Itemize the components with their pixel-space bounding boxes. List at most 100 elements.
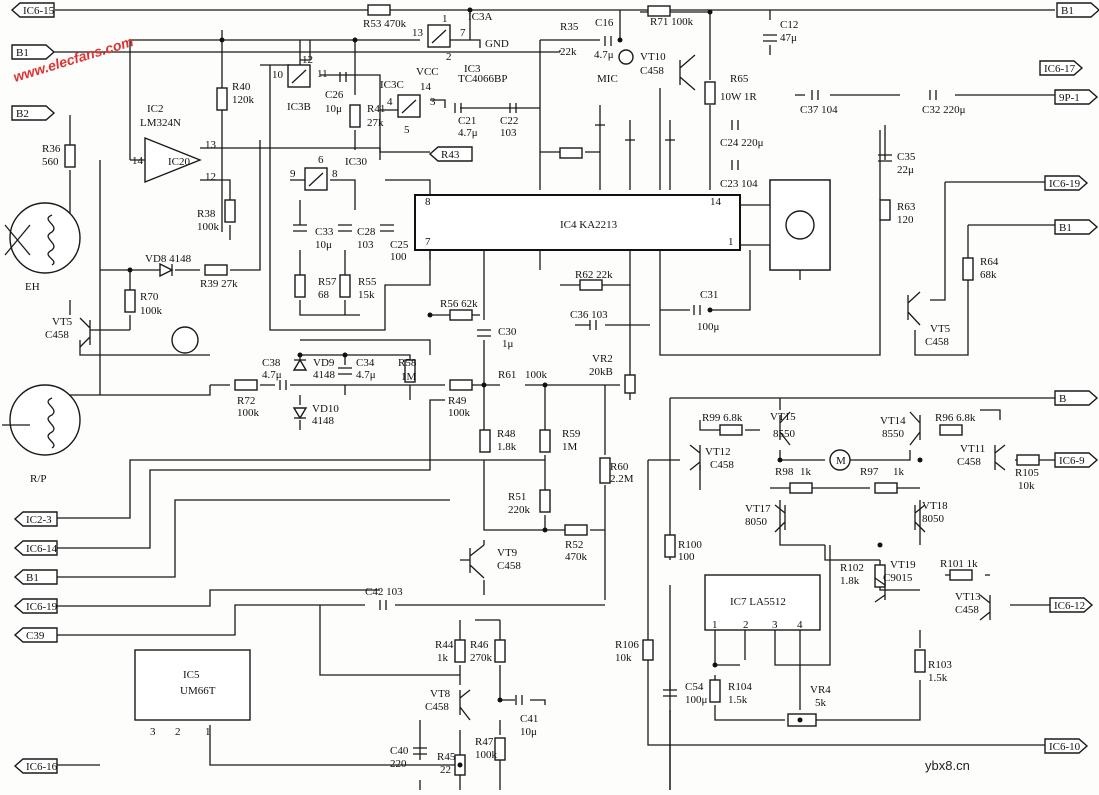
label-vr4v: 5k bbox=[815, 697, 827, 709]
label-c28: C28 bbox=[357, 226, 376, 238]
label-ic3a_p7: 7 bbox=[460, 27, 466, 39]
label-r45v: 22 bbox=[440, 764, 451, 776]
label-r51: R51 bbox=[508, 491, 526, 503]
connector-ic6-14-label: IC6-14 bbox=[26, 543, 58, 555]
label-r48: R48 bbox=[497, 428, 516, 440]
label-ic7p4: 4 bbox=[797, 619, 803, 631]
label-p8: 8 bbox=[332, 168, 338, 180]
label-r102: R102 bbox=[840, 562, 864, 574]
label-c37: C37 104 bbox=[800, 104, 838, 116]
label-r64: R64 bbox=[980, 256, 999, 268]
connectors: IC6-15B1B2B1IC6-179P-1R43IC6-19B1BIC6-9I… bbox=[10, 2, 1099, 774]
label-r63v: 120 bbox=[897, 214, 914, 226]
connector-b1_left-arrow bbox=[13, 569, 58, 585]
label-r53: R53 470k bbox=[363, 18, 407, 30]
label-c35v: 22μ bbox=[897, 164, 914, 176]
label-vt5r: VT5 bbox=[930, 323, 951, 335]
label-r41: R41 bbox=[367, 103, 385, 115]
label-c38v: 4.7μ bbox=[262, 369, 282, 381]
label-r48v: 1.8k bbox=[497, 441, 517, 453]
watermark-ybx8: ybx8.cn bbox=[925, 758, 970, 773]
label-r70: R70 bbox=[140, 291, 159, 303]
label-tc4066: TC4066BP bbox=[458, 73, 508, 85]
label-vt12t: C458 bbox=[710, 459, 734, 471]
erase-head bbox=[9, 202, 81, 274]
label-r60v: 2.2M bbox=[610, 473, 634, 485]
label-r106: R106 bbox=[615, 639, 639, 651]
connector-ic6-15-label: IC6-15 bbox=[23, 5, 55, 17]
label-r63: R63 bbox=[897, 201, 916, 213]
resistors bbox=[64, 4, 1040, 776]
label-c40: C40 bbox=[390, 745, 409, 757]
label-c21: C21 bbox=[458, 115, 476, 127]
label-r51v: 220k bbox=[508, 504, 531, 516]
connector-b1_top_right-label: B1 bbox=[1061, 5, 1074, 17]
connector-b1_top_left-arrow bbox=[11, 44, 56, 60]
label-r61: R61 bbox=[498, 369, 516, 381]
label-r40v: 120k bbox=[232, 94, 255, 106]
connector-ic6-15-arrow bbox=[10, 2, 55, 18]
label-r57: R57 bbox=[318, 276, 337, 288]
label-ic20: IC20 bbox=[168, 156, 191, 168]
label-r59: R59 bbox=[562, 428, 581, 440]
label-vcc: VCC bbox=[416, 66, 439, 78]
connector-9p-1-arrow bbox=[1054, 89, 1099, 105]
label-ic4p8: 8 bbox=[425, 196, 431, 208]
connector-b1_right-label: B1 bbox=[1059, 222, 1072, 234]
label-vt11t: C458 bbox=[957, 456, 981, 468]
diodes bbox=[159, 262, 308, 420]
label-c35: C35 bbox=[897, 151, 916, 163]
label-vt15: VT15 bbox=[770, 411, 796, 423]
connector-ic6-19_left-label: IC6-19 bbox=[26, 601, 58, 613]
label-r55v: 15k bbox=[358, 289, 375, 301]
label-vd9: VD9 bbox=[313, 357, 335, 369]
label-r55: R55 bbox=[358, 276, 377, 288]
junction-dots bbox=[127, 7, 923, 768]
label-r106v: 10k bbox=[615, 652, 632, 664]
label-r45: R45 bbox=[437, 751, 456, 763]
label-r70v: 100k bbox=[140, 305, 163, 317]
label-vd10v: 4148 bbox=[312, 415, 335, 427]
label-r98v: 1k bbox=[800, 466, 812, 478]
label-r44v: 1k bbox=[437, 652, 449, 664]
label-r102v: 1.8k bbox=[840, 575, 860, 587]
label-vt5lt: C458 bbox=[45, 329, 69, 341]
label-c54: C54 bbox=[685, 681, 704, 693]
label-r64v: 68k bbox=[980, 269, 997, 281]
label-r46: R46 bbox=[470, 639, 489, 651]
ic2-opamp bbox=[144, 136, 202, 184]
label-gnd: GND bbox=[485, 38, 509, 50]
label-c34: C34 bbox=[356, 357, 375, 369]
label-c24: C24 220μ bbox=[720, 137, 764, 149]
motor-symbol bbox=[829, 449, 851, 471]
label-rp: R/P bbox=[30, 473, 47, 485]
label-lm324: LM324N bbox=[140, 117, 181, 129]
label-c31v: 100μ bbox=[697, 321, 720, 333]
label-r98: R98 bbox=[775, 466, 794, 478]
label-p5: 5 bbox=[404, 124, 410, 136]
label-r52: R52 bbox=[565, 539, 583, 551]
label-r61v: 100k bbox=[525, 369, 548, 381]
label-r72v: 100k bbox=[237, 407, 260, 419]
label-vt17t: 8050 bbox=[745, 516, 768, 528]
connector-r43-arrow bbox=[428, 146, 473, 162]
label-r103v: 1.5k bbox=[928, 672, 948, 684]
label-vt17: VT17 bbox=[745, 503, 771, 515]
label-r36: R36 bbox=[42, 143, 61, 155]
connector-b2-label: B2 bbox=[16, 108, 29, 120]
ic5-block bbox=[134, 649, 251, 721]
label-r52v: 470k bbox=[565, 551, 588, 563]
label-ic4p7: 7 bbox=[425, 236, 431, 248]
label-ic7p1: 1 bbox=[712, 619, 718, 631]
label-r97v: 1k bbox=[893, 466, 905, 478]
label-ic7p2: 2 bbox=[743, 619, 749, 631]
label-c26v: 10μ bbox=[325, 103, 342, 115]
label-r72: R72 bbox=[237, 395, 255, 407]
label-r65: R65 bbox=[730, 73, 749, 85]
label-vt8t: C458 bbox=[425, 701, 449, 713]
label-vt9t: C458 bbox=[497, 560, 521, 572]
connector-b1_top_right-arrow bbox=[1056, 2, 1099, 18]
label-p12: 12 bbox=[302, 54, 313, 66]
label-vt13: VT13 bbox=[955, 591, 981, 603]
